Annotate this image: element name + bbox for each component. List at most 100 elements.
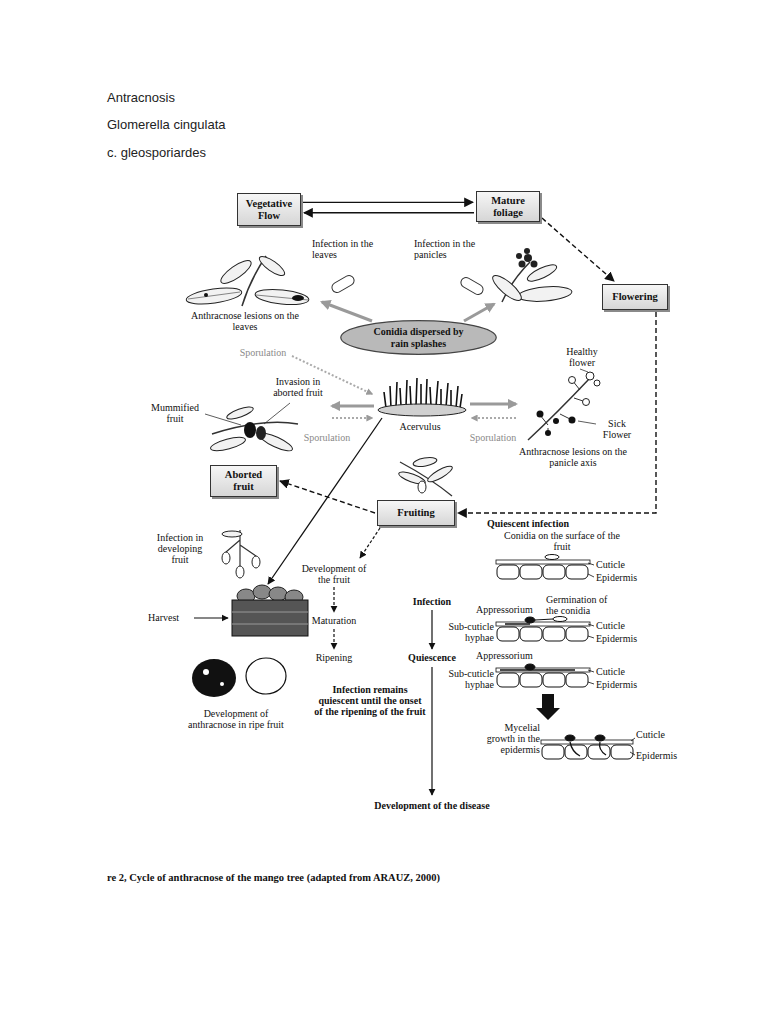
ellipse-outline: [341, 321, 496, 355]
flower-panicle: [553, 418, 559, 424]
leaf-branch: [185, 285, 242, 307]
cell-layer: [565, 745, 587, 759]
leaf-branch: [257, 253, 287, 278]
flower-panicle: [569, 377, 576, 384]
cell-layer: [535, 619, 553, 620]
flower-panicle: [545, 430, 551, 436]
annotation-label: Infection in developing fruit: [148, 532, 212, 565]
infection-arrow: [268, 418, 382, 584]
annotation-label: Cuticle: [596, 666, 636, 677]
flower-panicle: [537, 411, 544, 418]
cell-layer: [497, 565, 519, 579]
infection-arrow: [333, 629, 334, 649]
harvest-crate: [232, 585, 308, 636]
node-text: Flowering: [612, 291, 658, 303]
panicle-branch: [525, 262, 558, 285]
developing-fruit: [222, 552, 230, 564]
conidium: [330, 274, 485, 297]
annotation-label: Invasion in aborted fruit: [262, 376, 334, 398]
leaf-branch: [218, 257, 254, 287]
annotation-label: Maturation: [298, 615, 370, 626]
mummified-fruit-branch: [205, 414, 241, 425]
annotation-label: Sporulation: [235, 347, 291, 358]
harvest-crate: [232, 600, 308, 636]
annotation-label: Acervulus: [392, 421, 448, 432]
leaf-branch: [185, 253, 309, 307]
fruiting-branch: [397, 456, 454, 496]
cell-layer: [497, 627, 519, 641]
cell-layer: [553, 617, 567, 622]
flower-panicle: [583, 399, 590, 406]
leaf-branch: [188, 292, 240, 299]
annotation-label: Harvest: [148, 612, 190, 623]
annotation-label: Infection remains quiescent until the on…: [314, 684, 426, 717]
cell-layer: [595, 735, 605, 741]
cell-layer: [496, 560, 590, 564]
developing-fruit: [222, 531, 242, 537]
node-text: Aborted fruit: [214, 469, 273, 492]
leaf-branch: [254, 287, 309, 307]
flower-panicle: [586, 372, 594, 380]
node-text: Mature foliage: [480, 195, 536, 218]
annotation-label: Development of anthracnose in ripe fruit: [184, 708, 288, 730]
dispersal-arrow: [332, 417, 372, 419]
infection-arrow: [333, 587, 334, 612]
mummified-fruit-branch: [264, 403, 290, 424]
cell-layer: [570, 742, 606, 756]
fruiting-branch: [426, 464, 454, 485]
node-text: Conidia dispersed by rain splashes: [364, 326, 473, 349]
acervulus-figure: [384, 378, 462, 408]
leaf-branch: [256, 295, 308, 300]
flower-panicle: [594, 380, 600, 386]
harvest-crate: [253, 585, 271, 599]
ripe-mango: [192, 659, 236, 697]
mummified-fruit-branch: [225, 404, 254, 421]
dispersal-arrow: [464, 304, 494, 321]
cell-layer: [588, 563, 594, 577]
dispersal-arrow: [472, 417, 516, 419]
infection-arrow: [360, 528, 380, 558]
cell-layer: [588, 745, 610, 759]
cell-layer: [543, 627, 565, 641]
stage-box: Vegetative Flow: [237, 193, 301, 226]
cell-layer: [520, 673, 542, 687]
panicle-branch: [516, 253, 522, 259]
panicle-branch: [489, 248, 572, 304]
panicle-branch: [524, 254, 532, 262]
dispersal-arrow: [332, 405, 374, 408]
annotation-label: Infection: [402, 596, 462, 607]
ripe-mango: [220, 682, 224, 686]
panicle-branch: [519, 261, 526, 268]
annotation-label: Cuticle: [596, 559, 636, 570]
annotation-label: Quiescence: [402, 652, 462, 663]
cell-layer: [496, 622, 590, 626]
subtitle: c. gleosporiardes: [107, 146, 327, 160]
flower-panicle: [528, 378, 590, 440]
developing-fruit: [252, 556, 260, 568]
flow-arrow: [303, 202, 473, 203]
cell-layer: [525, 617, 535, 623]
stage-box: Aborted fruit: [210, 465, 277, 497]
dispersal-arrow: [292, 302, 516, 418]
stage-box: Flowering: [602, 284, 668, 310]
annotation-label: Quiescent infection: [466, 518, 590, 529]
annotation-label: Appressorium: [476, 604, 542, 615]
cell-layer: [497, 673, 519, 687]
annotation-label: Epidermis: [596, 572, 646, 583]
developing-fruit: [236, 566, 244, 578]
annotation-label: Sub-cuticle hyphae: [440, 668, 494, 690]
ripe-mango: [203, 669, 209, 675]
annotation-label: Sporulation: [298, 432, 356, 443]
cell-layer: [496, 668, 590, 672]
annotation-label: Development of the fruit: [298, 563, 370, 585]
figure-caption: re 2, Cycle of anthracnose of the mango …: [107, 872, 440, 884]
annotation-label: Healthy flower: [558, 346, 606, 368]
cell-layer: [545, 555, 559, 560]
panicle-branch: [524, 248, 530, 254]
annotation-label: Sub-cuticle hyphae: [440, 621, 494, 643]
flower-panicle: [540, 380, 586, 432]
annotation-label: Development of the disease: [366, 800, 498, 811]
ripe-mango: [192, 658, 286, 697]
cell-layer: [611, 745, 633, 759]
flower-panicle: [580, 369, 588, 372]
